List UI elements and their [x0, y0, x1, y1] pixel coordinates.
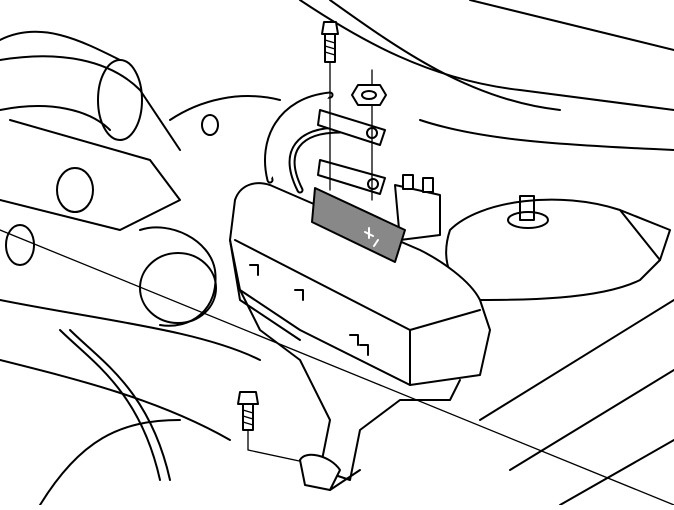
nut [351, 69, 387, 201]
battery-cables [264, 91, 386, 195]
bolt-lower [237, 391, 341, 491]
intake-hose [0, 55, 281, 481]
relay-label-plate [311, 187, 406, 263]
relay-connector [394, 174, 441, 241]
label-symbol [364, 227, 379, 247]
bolt-upper [321, 21, 339, 191]
strut-mount [445, 195, 671, 301]
